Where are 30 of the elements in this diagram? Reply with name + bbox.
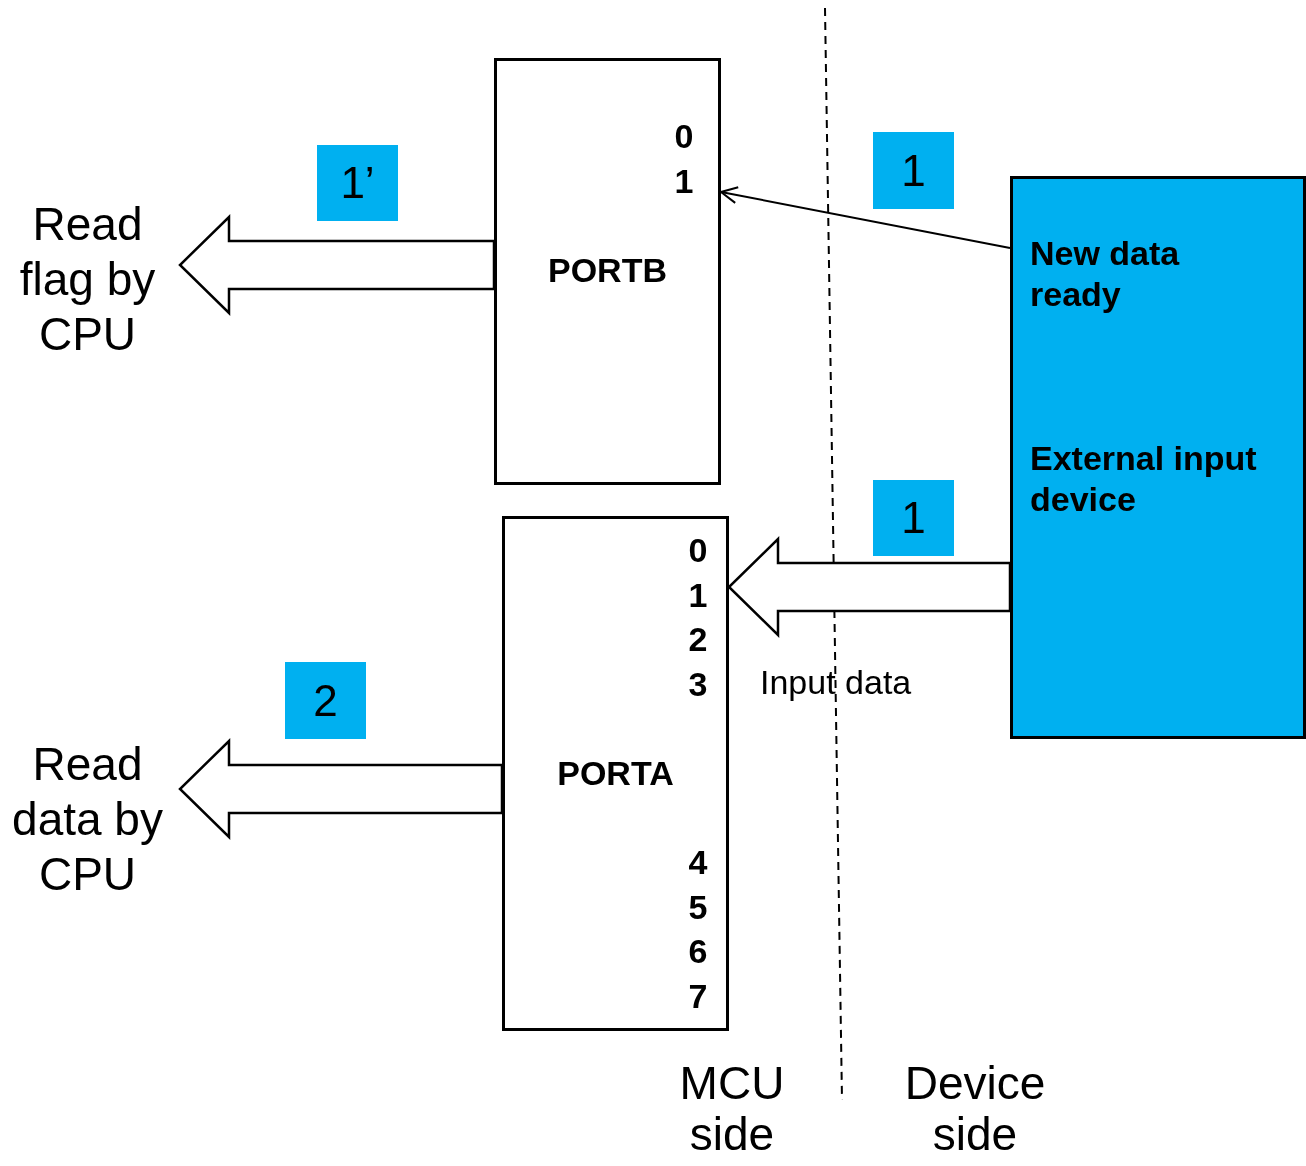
bit-number: 6 (687, 931, 709, 972)
port-register-box (494, 58, 721, 485)
bit-number: 0 (673, 116, 695, 157)
port-register-box (502, 516, 729, 1031)
block-arrow (178, 738, 504, 840)
bit-number: 3 (687, 664, 709, 705)
arrow-target-text: Read data by CPU (11, 737, 164, 903)
input-device-box (1010, 176, 1306, 739)
signal-label: Input data (760, 664, 913, 702)
bit-number: 4 (687, 842, 709, 883)
side-label: Device side (903, 1058, 1047, 1160)
bit-number: 1 (687, 575, 709, 616)
step-number: 1’ (317, 145, 398, 221)
port-name: PORTA (556, 753, 675, 794)
bit-number: 1 (673, 161, 695, 202)
arrow-target-text: Read flag by CPU (18, 197, 157, 363)
step-number: 1 (873, 132, 954, 209)
device-text: New data ready (1030, 233, 1181, 315)
bit-number: 7 (687, 976, 709, 1017)
block-arrow (727, 536, 1012, 638)
bit-number: 0 (687, 530, 709, 571)
block-arrow (178, 214, 496, 316)
step-number: 2 (285, 662, 366, 739)
arrow (720, 186, 1011, 249)
step-number: 1 (873, 480, 954, 556)
bit-number: 5 (687, 887, 709, 928)
port-name: PORTB (547, 250, 668, 291)
device-text: External input device (1030, 438, 1258, 520)
side-label: MCU side (678, 1058, 786, 1160)
bit-number: 2 (687, 619, 709, 660)
